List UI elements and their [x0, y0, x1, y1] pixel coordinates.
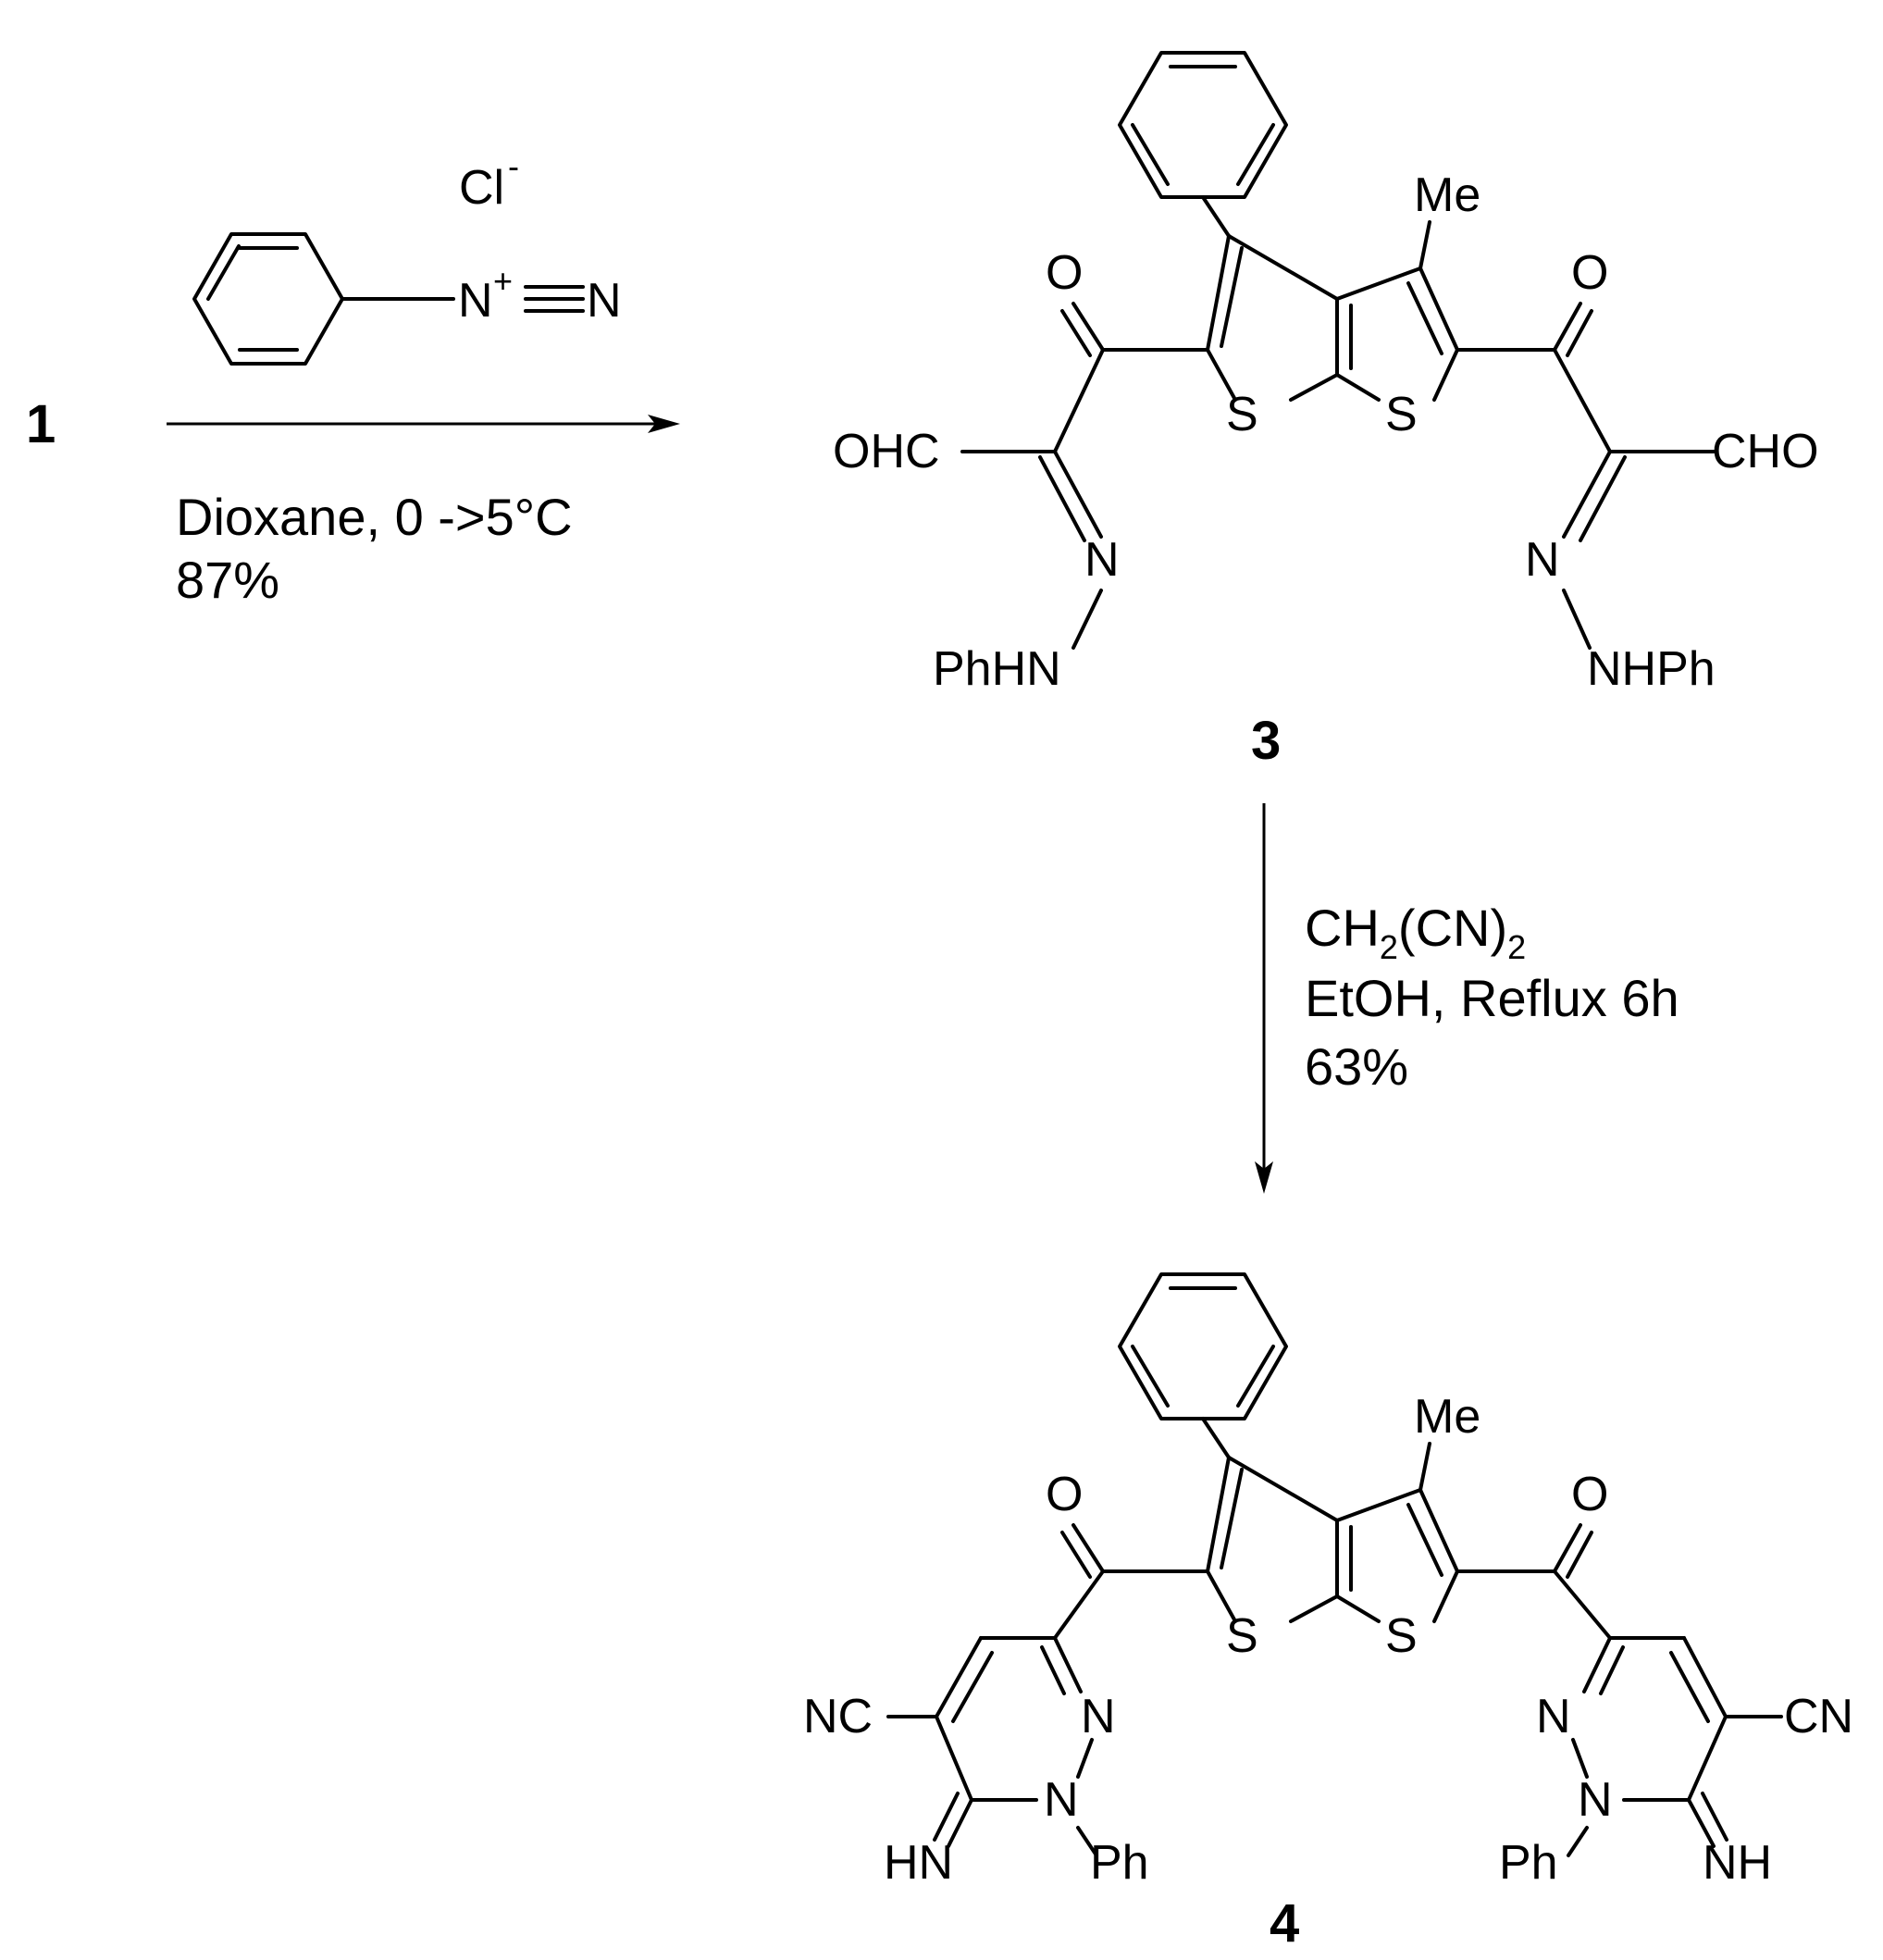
reagent-diazonium-structure — [192, 232, 585, 366]
step2-yield: 63% — [1305, 1037, 1408, 1096]
chloride-charge: - — [508, 147, 519, 185]
c4-nitrile-left: NC — [803, 1690, 873, 1743]
c4-ring-n-left-b: N — [1044, 1773, 1079, 1827]
step2-conditions: EtOH, Reflux 6h — [1305, 969, 1679, 1027]
c3-sulfur-left: S — [1226, 388, 1258, 441]
c4-oxygen-right: O — [1571, 1468, 1608, 1521]
c4-oxygen-left: O — [1046, 1468, 1083, 1521]
compound-3-structure — [960, 51, 1716, 650]
c4-phenyl-left: Ph — [1090, 1836, 1149, 1890]
step2-reagent: CH2(CN)2 — [1305, 899, 1526, 966]
c4-imine-left: HN — [884, 1836, 953, 1890]
c4-phenyl-right: Ph — [1499, 1836, 1558, 1890]
step1-yield: 87% — [176, 551, 279, 609]
chloride-label: Cl — [459, 161, 504, 215]
c4-ring-n-left-a: N — [1081, 1690, 1116, 1743]
c4-ring-n-right-b: N — [1578, 1773, 1613, 1827]
compound-4-label: 4 — [1270, 1893, 1299, 1954]
c3-phenylamino-right: NHPh — [1587, 642, 1716, 696]
diazonium-terminal-n: N — [587, 274, 622, 328]
step2-reagent-sub-a: 2 — [1380, 928, 1398, 966]
step2-reagent-cn: (CN) — [1398, 899, 1507, 957]
c4-imine-right: NH — [1703, 1836, 1772, 1890]
c4-ring-n-right-a: N — [1536, 1690, 1571, 1743]
c3-aldehyde-left: OHC — [833, 425, 940, 478]
c3-phenylamino-left: PhHN — [933, 642, 1061, 696]
compound-4-structure — [886, 1272, 1783, 1857]
step2-reagent-sub-b: 2 — [1507, 928, 1526, 966]
c3-sulfur-right: S — [1385, 388, 1418, 441]
benzene-ring-reagent — [192, 232, 344, 366]
c4-methyl: Me — [1414, 1390, 1480, 1444]
c3-methyl: Me — [1414, 168, 1480, 222]
c3-imine-n-left: N — [1084, 533, 1120, 587]
c4-sulfur-left: S — [1226, 1609, 1258, 1663]
step2-reagent-ch: CH — [1305, 899, 1380, 957]
c4-sulfur-right: S — [1385, 1609, 1418, 1663]
c4-nitrile-right: CN — [1784, 1690, 1853, 1743]
compound-3-label: 3 — [1251, 711, 1281, 771]
c3-aldehyde-right: CHO — [1712, 425, 1819, 478]
diazonium-n-label: N — [458, 274, 493, 328]
compound-1-label: 1 — [26, 394, 56, 454]
c3-imine-n-right: N — [1525, 533, 1560, 587]
diazonium-charge: + — [493, 262, 513, 300]
c3-oxygen-right: O — [1571, 246, 1608, 300]
reaction-arrow-step2 — [1255, 803, 1273, 1194]
c3-oxygen-left: O — [1046, 246, 1083, 300]
reaction-arrow-step1 — [167, 415, 680, 433]
step1-conditions: Dioxane, 0 ->5°C — [176, 488, 573, 546]
